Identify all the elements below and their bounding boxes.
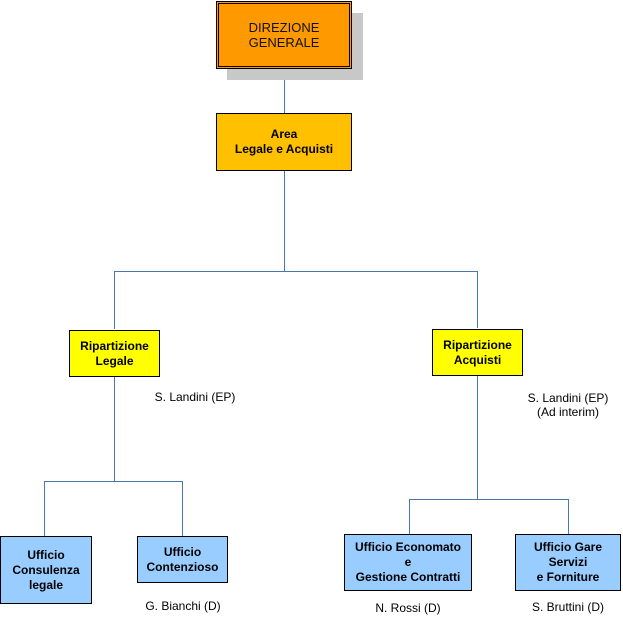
node-label-line: Ripartizione xyxy=(80,338,149,353)
responsabile-name: S. Landini (EP) xyxy=(154,390,236,404)
node-label-line: e xyxy=(404,555,412,569)
responsabile-ufficio-economato: N. Rossi (D) xyxy=(350,601,466,615)
node-label-line: Gestione Contratti xyxy=(355,570,461,584)
responsabile-name: G. Bianchi (D) xyxy=(145,599,221,613)
node-area-legale-acquisti[interactable]: Area Legale e Acquisti xyxy=(216,113,352,171)
responsabile-ripartizione-acquisti: S. Landini (EP) (Ad interim) xyxy=(513,391,623,419)
connector-direzione-area xyxy=(284,68,285,113)
node-ufficio-economato-gestione-contratti[interactable]: Ufficio Economato e Gestione Contratti xyxy=(344,534,472,591)
node-label-line: Consulenza xyxy=(12,562,80,577)
responsabile-name: S. Bruttini (D) xyxy=(531,600,604,614)
node-label-line: Acquisti xyxy=(453,352,502,367)
connector-rip-legale-down xyxy=(114,376,115,481)
responsabile-ripartizione-legale: S. Landini (EP) xyxy=(140,390,250,404)
node-ufficio-consulenza-legale[interactable]: Ufficio Consulenza legale xyxy=(0,536,92,604)
connector-to-uff-economato xyxy=(409,499,410,534)
responsabile-note: (Ad interim) xyxy=(536,405,599,419)
node-label-line: Ripartizione xyxy=(443,337,512,352)
node-label-line: Ufficio Economato xyxy=(354,540,461,554)
responsabile-ufficio-contenzioso: G. Bianchi (D) xyxy=(130,599,236,613)
connector-ripartizioni-horizontal xyxy=(114,271,478,272)
node-ufficio-gare-servizi-forniture[interactable]: Ufficio Gare Servizi e Forniture xyxy=(515,534,621,591)
node-label-line: Legale xyxy=(95,353,134,368)
node-ripartizione-acquisti[interactable]: Ripartizione Acquisti xyxy=(432,329,523,376)
connector-acquisti-uffici-horizontal xyxy=(409,499,569,500)
node-label-line: Servizi xyxy=(548,555,588,569)
connector-to-rip-legale xyxy=(114,271,115,329)
node-label-line: GENERALE xyxy=(248,35,320,50)
responsabile-name: N. Rossi (D) xyxy=(375,601,441,615)
connector-to-uff-consulenza xyxy=(44,481,45,536)
connector-to-uff-gare xyxy=(568,499,569,534)
node-label-line: Contenzioso xyxy=(146,559,219,574)
node-label-line: legale xyxy=(28,577,64,592)
node-label-line: Ufficio Gare xyxy=(533,540,602,554)
node-ripartizione-legale[interactable]: Ripartizione Legale xyxy=(69,330,160,377)
connector-rip-acquisti-down xyxy=(477,375,478,499)
connector-area-down xyxy=(284,170,285,272)
connector-to-uff-contenzioso xyxy=(182,481,183,536)
node-label-line: Area xyxy=(270,127,298,141)
connector-to-rip-acquisti xyxy=(477,271,478,328)
responsabile-name: S. Landini (EP) xyxy=(527,391,609,405)
node-label-line: DIREZIONE xyxy=(248,20,320,35)
node-direzione-generale[interactable]: DIREZIONE GENERALE xyxy=(216,1,352,69)
node-label-line: Ufficio xyxy=(163,544,202,559)
node-label-line: Ufficio xyxy=(27,547,65,562)
responsabile-ufficio-gare: S. Bruttini (D) xyxy=(513,600,623,614)
connector-legale-uffici-horizontal xyxy=(44,481,183,482)
node-label-line: Legale e Acquisti xyxy=(234,142,334,156)
node-ufficio-contenzioso[interactable]: Ufficio Contenzioso xyxy=(137,536,228,583)
node-label-line: e Forniture xyxy=(536,570,600,584)
